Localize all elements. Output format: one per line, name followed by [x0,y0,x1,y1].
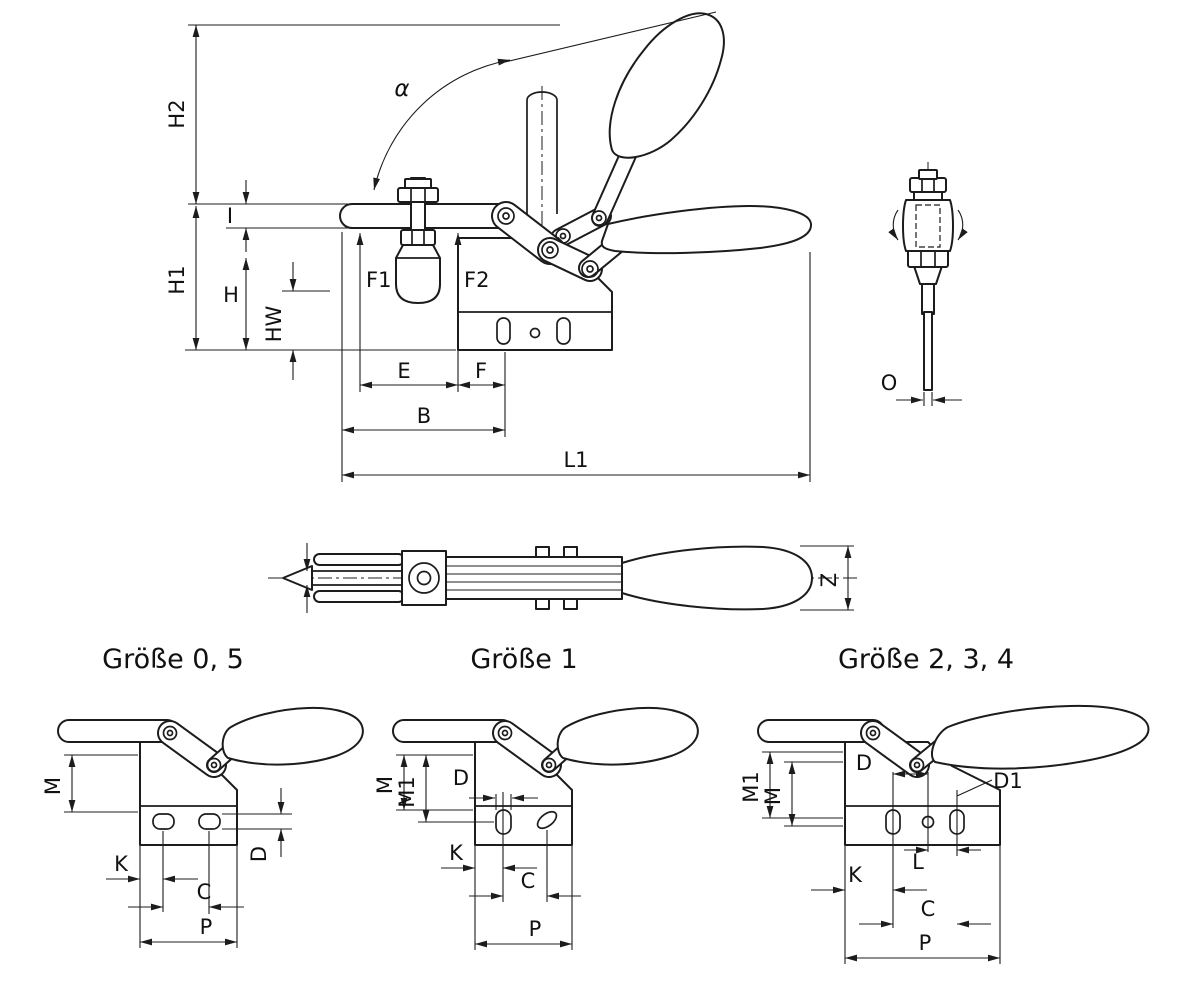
alpha-arc [373,58,511,191]
dim-label-z: Z [817,573,841,587]
main-view-dimensions: α H2 H1 I H HW F1 F2 E F [165,11,811,482]
spindle-top-nut [397,187,439,203]
dim-label-o: O [881,371,898,395]
size-2-3-4-dimensions: M1 M D D1 L K C P [739,751,1023,964]
dim-label-f2: F2 [464,268,489,292]
mounting-hole [529,327,541,339]
mounting-slot [152,813,175,830]
mounting-slot-angled [536,810,558,830]
dim-label-p: P [529,917,542,941]
size-0-5-dimensions: M D K C P [41,754,292,948]
size-view-0-5: Größe 0, 5 M D K [41,644,364,948]
dim-label-d: D [453,766,469,790]
handle-grip [221,706,364,766]
mounting-slot [496,317,511,345]
dim-label-e: E [397,359,410,383]
handle-grip-top [621,545,813,611]
dim-label-b: B [417,404,431,428]
dim-label-m: M [761,787,785,805]
plan-view-dimensions: Z [303,543,854,613]
dim-label-d1: D1 [993,769,1023,793]
spindle-shaft [923,311,933,391]
dim-label-c: C [197,880,212,904]
dim-label-c: C [521,869,536,893]
dim-label-d: D [856,751,872,775]
dim-label-m1: M1 [395,776,419,807]
mounting-slot [556,317,571,345]
clamp-body [844,741,1001,846]
spindle-assembly [395,177,441,304]
dim-label-m: M [41,777,65,795]
dim-label-h2: H2 [165,99,189,128]
dim-label-l: L [912,850,924,874]
arm-plates [445,556,623,600]
size-view-1: Größe 1 M M1 D [373,644,699,950]
open-arm-cylinder [526,86,558,226]
handle-grip [556,706,699,766]
spindle-dimensions: O [881,371,962,406]
dim-label-l1: L1 [563,448,588,472]
dim-label-k: K [449,841,464,865]
pressure-foot [395,244,441,304]
fork-arm [313,553,405,566]
main-side-view: α H2 H1 I H HW F1 F2 E F [165,11,813,482]
size-view-title: Größe 2, 3, 4 [838,644,1014,675]
dim-label-h: H [223,283,239,307]
dim-label-h1: H1 [165,265,189,294]
handle-grip [600,205,813,255]
mounting-slot [198,813,221,830]
dim-label-k: K [848,863,863,887]
dim-label-hw: HW [262,305,286,342]
dim-label-p: P [200,915,213,939]
swivel-arrow [888,209,899,241]
size-view-title: Größe 0, 5 [102,644,244,675]
dim-label-m1: M1 [739,771,763,802]
dim-label-m: M [373,776,397,794]
dim-label-d: D [247,846,271,862]
size-view-title: Größe 1 [470,644,577,675]
spindle-nut [909,177,947,193]
spindle-tip [282,565,313,591]
swivel-barrel [902,199,954,252]
handle-closed [600,205,813,255]
dim-label-i: I [227,204,233,228]
dim-label-p: P [919,931,932,955]
handle-open-grip [608,12,725,159]
spindle-locknut [400,229,436,246]
fork-arm [313,590,405,603]
size-view-2-3-4: Größe 2, 3, 4 M1 M D D1 [739,644,1150,964]
dim-label-k: K [114,852,129,876]
dim-label-f1: F1 [366,268,391,292]
dim-label-alpha: α [394,76,409,102]
top-plan-view: Z [268,543,858,613]
dim-label-c: C [921,897,936,921]
dim-label-f: F [475,359,487,383]
handle-grip [930,704,1150,770]
swivel-arrow [957,209,968,241]
size-1-dimensions: M M1 D K C P [373,754,581,950]
spindle-detail-view: O [881,162,968,406]
handle-open [550,12,725,248]
